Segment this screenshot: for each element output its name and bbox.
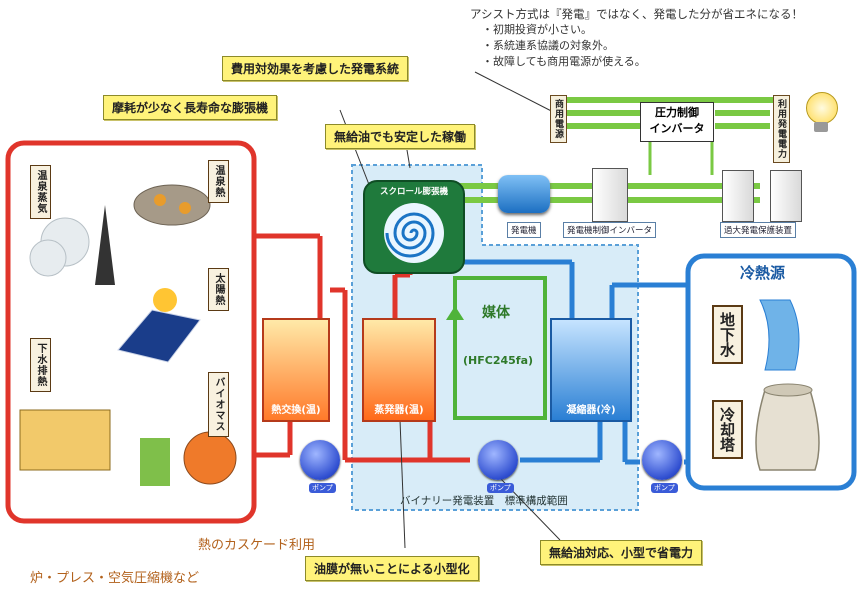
heat-source-sign: バイオマス (208, 372, 229, 437)
heat-source-sign: 太陽熱 (208, 268, 229, 311)
inverter-line1: 圧力制御 (655, 106, 699, 119)
evaporator-label: 蒸発器(温) (374, 405, 424, 416)
heat-exchanger-unit: 熱交換(温) (262, 318, 330, 422)
cooling-source-sign: 冷却塔 (712, 400, 743, 459)
callout-cost-effective: 費用対効果を考慮した発電系統 (222, 56, 409, 81)
protection-cabinet-1 (722, 170, 754, 222)
callout-oil-free-stable: 無給油でも安定した稼働 (325, 124, 476, 149)
condenser-label: 凝縮器(冷) (566, 405, 616, 416)
binary-scope-label: バイナリー発電装置 標準構成範囲 (400, 495, 568, 507)
furnace-label: 炉・プレス・空気圧縮機など (30, 571, 200, 586)
generator-icon (498, 175, 550, 213)
assist-note-title: アシスト方式は『発電』ではなく、発電した分が省エネになる！ (470, 7, 804, 21)
power-use-label: 利用発電電力 (773, 95, 790, 163)
inverter-line2: インバータ (649, 122, 705, 135)
pump-label: ポンプ (651, 483, 678, 493)
heat-source-sign: 温泉熱 (208, 160, 229, 203)
protection-cabinet-2 (770, 170, 802, 222)
evaporator-unit: 蒸発器(温) (362, 318, 436, 422)
pump-label: ポンプ (309, 483, 336, 493)
callout-oil-free-power: 無給油対応、小型で省電力 (540, 540, 703, 565)
cooling-title: 冷熱源 (740, 264, 786, 282)
heat-source-sign: 温泉蒸気 (30, 165, 51, 219)
overvoltage-label: 過大発電保護装置 (720, 222, 797, 238)
commercial-power-label: 商用電源 (550, 95, 567, 143)
cascade-label: 熱のカスケード利用 (198, 538, 316, 553)
light-bulb-base-icon (814, 122, 828, 132)
scroll-expander: スクロール膨張機 (363, 180, 465, 274)
pressure-inverter-box: 圧力制御 インバータ (640, 102, 714, 142)
heat-source-sign: 下水排熱 (30, 338, 51, 392)
heat-exchanger-label: 熱交換(温) (271, 405, 321, 416)
pump-icon (642, 440, 682, 480)
condenser-unit: 凝縮器(冷) (550, 318, 632, 422)
medium-name: (HFC245fa) (463, 354, 534, 367)
cooling-source-sign: 地下水 (712, 305, 743, 364)
gen-inverter-cabinet (592, 168, 628, 222)
assist-note-point: ・故障しても商用電源が使える。 (482, 55, 646, 68)
medium-label: 媒体 (482, 305, 510, 321)
callout-expander-life: 摩耗が少なく長寿命な膨張機 (103, 95, 278, 120)
pump-icon (300, 440, 340, 480)
assist-note-point: ・系統連系協議の対象外。 (482, 39, 614, 52)
gen-inverter-label: 発電機制御インバータ (563, 222, 657, 238)
pump-icon (478, 440, 518, 480)
callout-compact: 油膜が無いことによる小型化 (305, 556, 479, 581)
generator-label: 発電機 (507, 222, 541, 238)
assist-note-point: ・初期投資が小さい。 (482, 23, 592, 36)
light-bulb-icon (806, 92, 838, 124)
scroll-spiral-icon (384, 203, 444, 263)
pump-label: ポンプ (487, 483, 514, 493)
expander-label: スクロール膨張機 (379, 187, 448, 197)
